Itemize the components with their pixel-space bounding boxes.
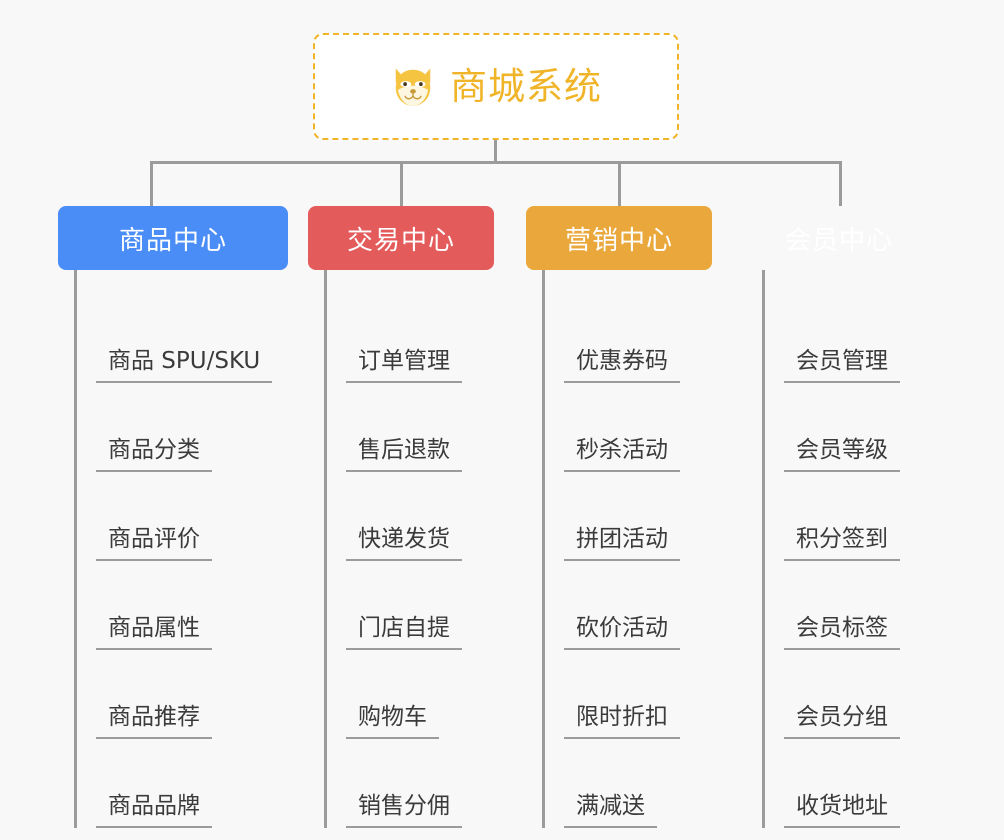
leaf-item[interactable]: 满减送: [542, 739, 712, 828]
leaf-list-2: 优惠券码 秒杀活动 拼团活动 砍价活动 限时折扣 满减送: [542, 270, 712, 828]
category-header-2[interactable]: 营销中心: [526, 206, 712, 270]
leaf-item[interactable]: 商品推荐: [74, 650, 288, 739]
leaf-list-1: 订单管理 售后退款 快递发货 门店自提 购物车 销售分佣: [324, 270, 494, 828]
leaf-label: 拼团活动: [564, 526, 680, 561]
leaf-label: 会员分组: [784, 704, 900, 739]
category-header-1[interactable]: 交易中心: [308, 206, 494, 270]
connector-drop-1: [400, 161, 403, 206]
root-node[interactable]: 商城系统: [313, 33, 679, 140]
leaf-item[interactable]: 售后退款: [324, 383, 494, 472]
leaf-list-0: 商品 SPU/SKU 商品分类 商品评价 商品属性 商品推荐 商品品牌: [74, 270, 288, 828]
leaf-label: 优惠券码: [564, 348, 680, 383]
leaf-item[interactable]: 收货地址: [762, 739, 932, 828]
leaf-label: 销售分佣: [346, 793, 462, 828]
leaf-item[interactable]: 购物车: [324, 650, 494, 739]
category-column-1: 交易中心 订单管理 售后退款 快递发货 门店自提 购物车 销售分佣: [308, 206, 494, 828]
leaf-label: 售后退款: [346, 437, 462, 472]
leaf-label: 商品品牌: [96, 793, 212, 828]
leaf-label: 商品 SPU/SKU: [96, 348, 273, 383]
leaf-item[interactable]: 秒杀活动: [542, 383, 712, 472]
leaf-label: 会员等级: [784, 437, 900, 472]
leaf-item[interactable]: 快递发货: [324, 472, 494, 561]
leaf-item[interactable]: 商品评价: [74, 472, 288, 561]
category-spine-2: [542, 270, 545, 828]
leaf-label: 门店自提: [346, 615, 462, 650]
leaf-item[interactable]: 商品品牌: [74, 739, 288, 828]
leaf-label: 订单管理: [346, 348, 462, 383]
leaf-item[interactable]: 砍价活动: [542, 561, 712, 650]
category-spine-1: [324, 270, 327, 828]
leaf-label: 会员管理: [784, 348, 900, 383]
connector-drop-0: [150, 161, 153, 206]
leaf-label: 积分签到: [784, 526, 900, 561]
category-header-0[interactable]: 商品中心: [58, 206, 288, 270]
shiba-dog-icon: [395, 67, 431, 106]
leaf-label: 砍价活动: [564, 615, 680, 650]
leaf-label: 商品评价: [96, 526, 212, 561]
leaf-label: 商品属性: [96, 615, 212, 650]
leaf-label: 限时折扣: [564, 704, 680, 739]
leaf-item[interactable]: 销售分佣: [324, 739, 494, 828]
leaf-item[interactable]: 会员标签: [762, 561, 932, 650]
leaf-label: 满减送: [564, 793, 657, 828]
leaf-item[interactable]: 优惠券码: [542, 294, 712, 383]
leaf-label: 会员标签: [784, 615, 900, 650]
category-title-0: 商品中心: [118, 225, 227, 256]
leaf-label: 商品分类: [96, 437, 212, 472]
leaf-item[interactable]: 门店自提: [324, 561, 494, 650]
connector-horizontal-bus: [150, 161, 842, 164]
category-header-3[interactable]: 会员中心: [746, 206, 932, 270]
leaf-label: 快递发货: [346, 526, 462, 561]
leaf-item[interactable]: 会员管理: [762, 294, 932, 383]
category-column-3: 会员中心 会员管理 会员等级 积分签到 会员标签 会员分组 收货地址: [746, 206, 932, 828]
category-column-0: 商品中心 商品 SPU/SKU 商品分类 商品评价 商品属性 商品推荐 商品品牌: [58, 206, 288, 828]
leaf-list-3: 会员管理 会员等级 积分签到 会员标签 会员分组 收货地址: [762, 270, 932, 828]
leaf-item[interactable]: 商品属性: [74, 561, 288, 650]
leaf-item[interactable]: 订单管理: [324, 294, 494, 383]
connector-drop-2: [618, 161, 621, 206]
leaf-label: 购物车: [346, 704, 439, 739]
leaf-item[interactable]: 会员分组: [762, 650, 932, 739]
leaf-label: 秒杀活动: [564, 437, 680, 472]
category-title-2: 营销中心: [564, 225, 673, 256]
leaf-label: 商品推荐: [96, 704, 212, 739]
leaf-item[interactable]: 商品分类: [74, 383, 288, 472]
connector-root-stem: [494, 140, 497, 162]
category-title-3: 会员中心: [784, 225, 893, 256]
category-title-1: 交易中心: [346, 225, 455, 256]
category-column-2: 营销中心 优惠券码 秒杀活动 拼团活动 砍价活动 限时折扣 满减送: [526, 206, 712, 828]
root-title: 商城系统: [450, 65, 602, 108]
leaf-label: 收货地址: [784, 793, 900, 828]
leaf-item[interactable]: 商品 SPU/SKU: [74, 294, 288, 383]
leaf-item[interactable]: 限时折扣: [542, 650, 712, 739]
leaf-item[interactable]: 会员等级: [762, 383, 932, 472]
leaf-item[interactable]: 积分签到: [762, 472, 932, 561]
connector-drop-3: [839, 161, 842, 206]
leaf-item[interactable]: 拼团活动: [542, 472, 712, 561]
category-spine-0: [74, 270, 77, 828]
category-spine-3: [762, 270, 765, 828]
